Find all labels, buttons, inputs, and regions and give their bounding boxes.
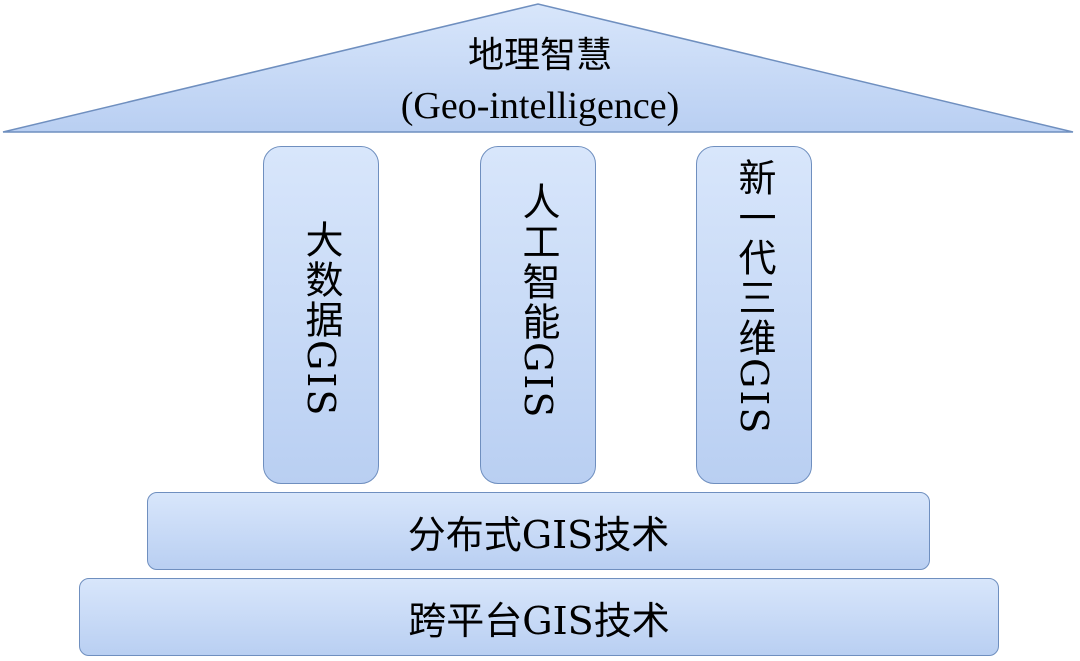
pillar-label: 新一代三维GIS <box>732 158 776 436</box>
pillar-label: 大数据GIS <box>299 220 343 418</box>
pillar-big-data-gis: 大数据GIS <box>263 146 379 484</box>
foundation-distributed-gis: 分布式GIS技术 <box>147 492 930 570</box>
roof-triangle <box>2 3 1074 133</box>
pillar-label: 人工智能GIS <box>516 182 560 420</box>
roof-subtitle: (Geo-intelligence) <box>400 85 680 127</box>
foundation-label: 跨平台GIS技术 <box>408 598 670 643</box>
foundation-cross-platform-gis: 跨平台GIS技术 <box>79 578 999 656</box>
foundation-label: 分布式GIS技术 <box>407 512 670 557</box>
roof-title: 地理智慧 <box>467 35 612 76</box>
pillar-3d-gis: 新一代三维GIS <box>696 146 812 484</box>
pillar-ai-gis: 人工智能GIS <box>480 146 596 484</box>
